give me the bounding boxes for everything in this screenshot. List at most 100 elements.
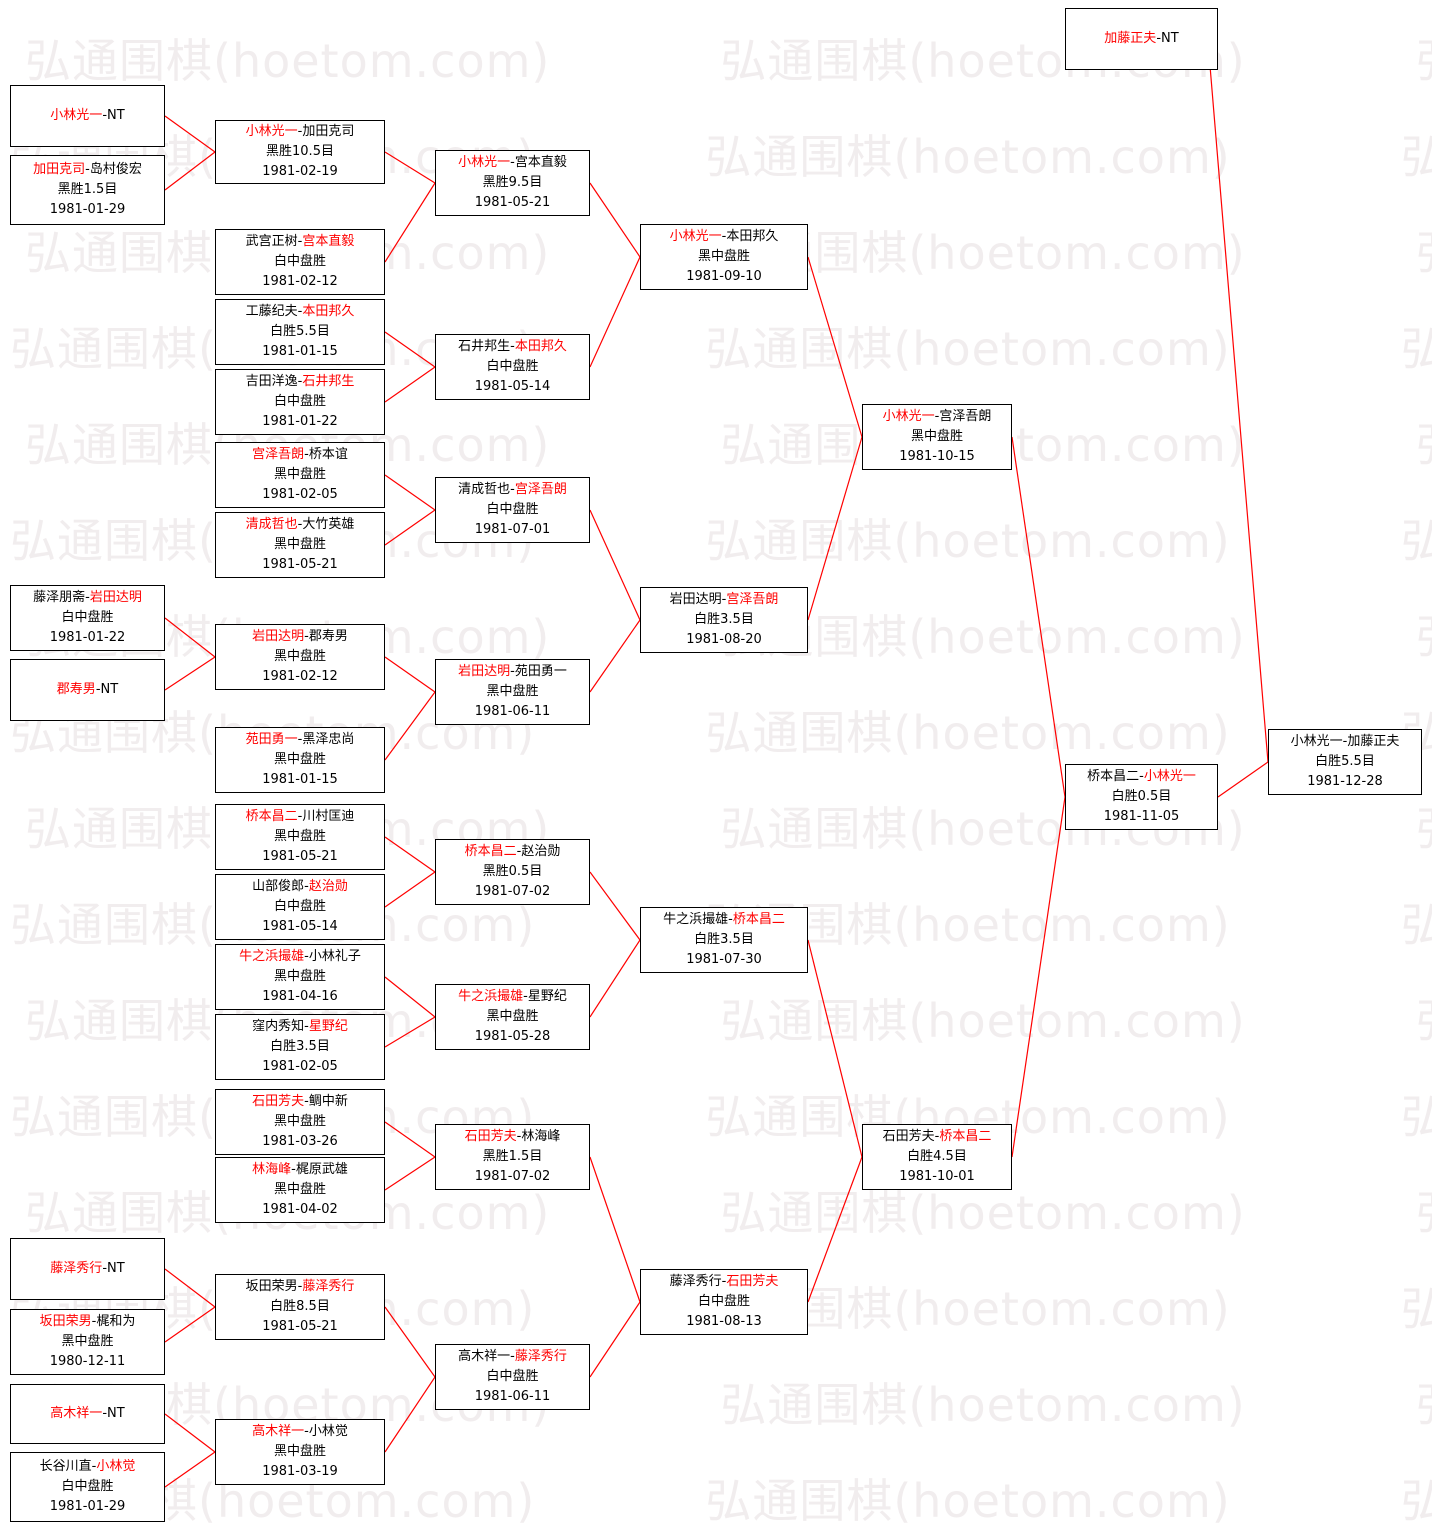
bracket-line <box>164 1413 216 1453</box>
match-date: 1981-05-21 <box>262 849 338 864</box>
match-date: 1981-05-21 <box>262 1319 338 1334</box>
player-name: 武宫正树 <box>245 234 298 249</box>
match-date: 1981-06-11 <box>474 704 551 719</box>
match-date: 1981-07-30 <box>686 952 762 967</box>
bracket-line <box>589 256 641 368</box>
watermark-text: 弘通围棋(hoetom.com) <box>25 34 551 88</box>
match-players: 岩田达明-郡寿男 <box>252 629 348 644</box>
player-name-winner: 桥本昌二 <box>245 809 298 824</box>
player-name: 小林光一 <box>1290 734 1343 749</box>
watermark-text: 弘通围棋(hoetom.com) <box>720 1186 1246 1240</box>
bracket-line <box>589 939 641 1018</box>
bracket-line <box>807 939 863 1158</box>
match-result: 黑中盘胜 <box>910 429 963 444</box>
match-players: 坂田荣男-梶和为 <box>39 1314 136 1329</box>
bracket-line <box>384 182 436 263</box>
match-players: 清成哲也-大竹英雄 <box>245 517 355 532</box>
bracket-line <box>384 331 436 368</box>
watermark-text: 弘通围棋(hoetom.com) <box>1400 130 1432 184</box>
watermark-text: 弘通围棋(hoetom.com) <box>1416 217 1432 283</box>
player-name-winner: 藤泽秀行 <box>514 1349 567 1364</box>
bracket-line <box>384 691 436 761</box>
match-players: 加田克司-岛村俊宏 <box>33 162 142 177</box>
watermark-text: 弘通围棋(hoetom.com) <box>705 130 1231 184</box>
player-name: 石井邦生 <box>458 339 511 354</box>
match-date: 1981-02-19 <box>262 164 338 179</box>
bracket-line <box>384 836 436 873</box>
bracket-line <box>384 474 436 511</box>
match-result: 白中盘胜 <box>61 610 114 625</box>
match-result: 黑中盘胜 <box>486 1009 539 1024</box>
player-name: 苑田勇一 <box>514 664 567 679</box>
bracket-line <box>384 871 436 908</box>
match-result: 白中盘胜 <box>273 899 326 914</box>
player-name-winner: 小林光一 <box>1143 769 1196 784</box>
player-name-winner: 坂田荣男 <box>39 1314 92 1329</box>
bracket-line <box>164 1451 216 1488</box>
watermark-text: 弘通围棋(hoetom.com) <box>1416 985 1432 1051</box>
match-result: 黑中盘胜 <box>273 1444 326 1459</box>
player-name-winner: 藤泽秀行 <box>302 1279 355 1294</box>
match-date: 1981-01-22 <box>262 414 338 429</box>
match-players: 牛之浜撮雄-小林礼子 <box>239 949 361 964</box>
player-name: 赵治勋 <box>521 844 561 859</box>
player-name: NT <box>1161 31 1179 46</box>
player-name: 桥本谊 <box>308 447 348 462</box>
player-name: 山部俊郎 <box>252 879 305 894</box>
player-name: 工藤纪夫 <box>245 304 298 319</box>
match-result: 白中盘胜 <box>273 254 326 269</box>
watermark-text: 弘通围棋(hoetom.com) <box>1400 898 1432 952</box>
watermark-text: 弘通围棋(hoetom.com) <box>1400 1282 1432 1336</box>
match-result: 白中盘胜 <box>486 1369 539 1384</box>
bracket-line <box>589 1156 641 1303</box>
match-players: 牛之浜撮雄-桥本昌二 <box>663 912 785 927</box>
match-result: 黑中盘胜 <box>273 1114 326 1129</box>
match-players: 桥本昌二-赵治勋 <box>464 844 561 859</box>
player-name: 大竹英雄 <box>302 517 355 532</box>
match-date: 1981-02-05 <box>262 487 338 502</box>
match-result: 黑中盘胜 <box>273 969 326 984</box>
match-date: 1981-11-05 <box>1103 809 1180 824</box>
player-name-winner: 宫泽吾朗 <box>514 482 567 497</box>
player-name: 加田克司 <box>302 124 355 139</box>
match-date: 1980-12-11 <box>49 1354 126 1369</box>
match-players: 清成哲也-宫泽吾朗 <box>458 482 567 497</box>
player-name: 藤泽秀行 <box>669 1274 722 1289</box>
match-players: 窪内秀知-星野纪 <box>252 1019 348 1034</box>
match-date: 1981-02-12 <box>262 669 338 684</box>
player-name-winner: 桥本昌二 <box>939 1129 992 1144</box>
match-date: 1981-04-16 <box>262 989 338 1004</box>
match-result: 白胜5.5目 <box>1315 754 1375 769</box>
watermark-text: 弘通围棋(hoetom.com) <box>705 1474 1231 1525</box>
match-players: 牛之浜撮雄-星野纪 <box>458 989 567 1004</box>
player-name-winner: 清成哲也 <box>245 517 298 532</box>
player-name-winner: 石田芳夫 <box>726 1274 779 1289</box>
player-name-winner: 小林光一 <box>882 409 935 424</box>
player-name: 鲷中新 <box>308 1094 348 1109</box>
bracket-line <box>384 1016 436 1048</box>
match-players: 小林光一-加田克司 <box>245 124 355 139</box>
player-name-winner: 加藤正夫 <box>1104 31 1157 46</box>
match-players: 宫泽吾朗-桥本谊 <box>252 447 348 462</box>
player-name: 清成哲也 <box>458 482 511 497</box>
watermark-text: 弘通围棋(hoetom.com) <box>1400 1090 1432 1144</box>
match-players: 高木祥一-藤泽秀行 <box>458 1349 567 1364</box>
player-name: 坂田荣男 <box>245 1279 298 1294</box>
watermark-text: 弘通围棋(hoetom.com) <box>720 1378 1246 1432</box>
player-name: 藤泽朋斋 <box>33 590 86 605</box>
match-result: 白胜3.5目 <box>694 612 754 627</box>
bracket-line <box>1217 761 1269 798</box>
match-date: 1981-04-02 <box>262 1202 338 1217</box>
match-result: 白胜3.5目 <box>694 932 754 947</box>
match-box-a1: 小林光一-NT <box>10 85 165 147</box>
match-players: 工藤纪夫-本田邦久 <box>245 304 355 319</box>
